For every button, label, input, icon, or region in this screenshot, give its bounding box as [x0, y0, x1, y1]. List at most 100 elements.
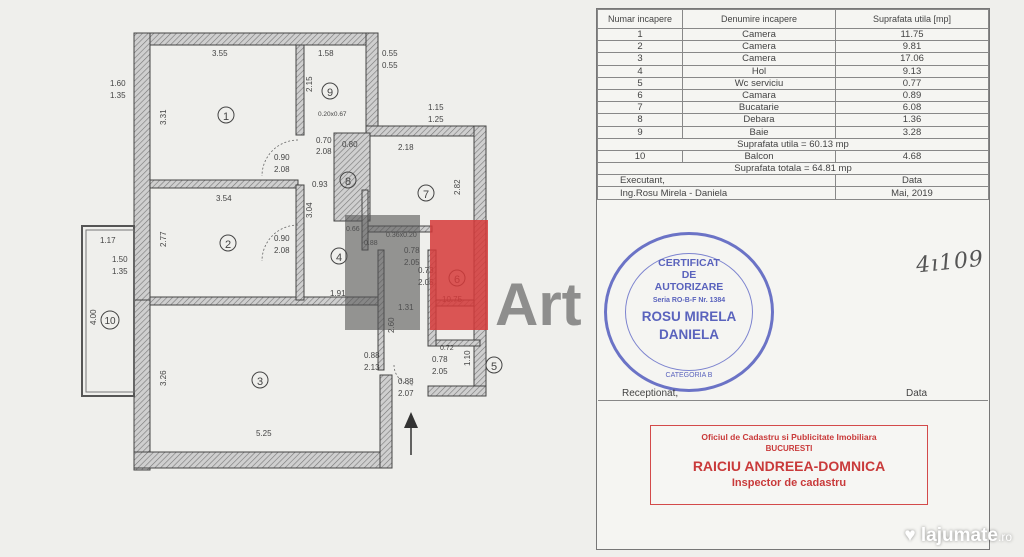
table-cell: 11.75 — [835, 27, 989, 42]
table-cell: 17.06 — [835, 52, 989, 66]
stamp-inspector-name: RAICIU ANDREEA-DOMNICA — [692, 458, 886, 474]
dim-left160: 1.60 — [110, 79, 126, 88]
table-cell: 6 — [597, 88, 683, 103]
dim-d208a: 2.08 — [316, 147, 332, 156]
entrance-arrow-icon — [404, 412, 418, 455]
table-header-row: Numar incapere Denumire incapere Suprafa… — [597, 9, 989, 29]
table-cell: Camera — [682, 27, 836, 42]
table-cell: 4 — [597, 64, 683, 78]
room-number-9: 9 — [327, 87, 333, 99]
total-cell: Suprafata totala = 64.81 mp — [597, 162, 989, 176]
dim-w135b: 1.35 — [112, 267, 128, 276]
dim-d090b: 0.90 — [274, 234, 290, 243]
dim-w055a: 0.55 — [382, 49, 398, 58]
dim-d066: 0.66 — [346, 226, 360, 233]
stamp-line: ROSU MIRELA — [641, 309, 737, 324]
table-row: 9 Baie 3.28 — [597, 125, 989, 139]
dim-d073: 0.73 — [418, 266, 434, 275]
dim-d036: 0.36x0.20 — [386, 232, 417, 239]
logo-heart-icon: ♥ — [904, 525, 921, 546]
stamp-line: DE — [681, 269, 697, 281]
table-row: 2 Camera 9.81 — [597, 40, 989, 54]
receptionat-label: Receptionat, — [622, 388, 679, 399]
subtotal-cell: Suprafata utila = 60.13 mp — [597, 137, 989, 151]
header-name: Denumire incapere — [682, 9, 836, 29]
table-row: 3 Camera 17.06 — [597, 52, 989, 66]
table-total-row: Suprafata totala = 64.81 mp — [597, 162, 989, 176]
table-cell: 10 — [597, 149, 683, 164]
dim-vent: 0.20x0.67 — [318, 111, 347, 118]
stamp-line: CERTIFICAT — [658, 257, 720, 269]
table-cell: Hol — [682, 64, 836, 78]
divider — [598, 400, 988, 401]
table-cell: Balcon — [682, 149, 836, 164]
table-cell: Camera — [682, 52, 836, 66]
table-cell: 5 — [597, 76, 683, 90]
table-cell: Bucatarie — [682, 101, 836, 115]
table-cell: Camera — [682, 40, 836, 54]
room-number-5: 5 — [491, 361, 497, 373]
dim-h326: 3.26 — [159, 370, 168, 386]
room-number-2: 2 — [225, 239, 231, 251]
table-cell: Baie — [682, 125, 836, 139]
table-cell: 9.13 — [835, 64, 989, 78]
logo-tld: .ro — [997, 530, 1012, 544]
table-cell: 6.08 — [835, 101, 989, 115]
round-stamp: CERTIFICAT DE AUTORIZARE Seria RO-B-F Nr… — [604, 232, 774, 392]
room-number-8: 8 — [345, 176, 351, 188]
room-number-3: 3 — [257, 376, 263, 388]
dim-h400: 4.00 — [89, 309, 98, 325]
dim-left135: 1.35 — [110, 91, 126, 100]
executant-label: Executant, — [597, 174, 836, 188]
dim-w354: 3.54 — [216, 194, 232, 203]
table-cell: 1.36 — [835, 113, 989, 127]
data-label: Data — [835, 174, 989, 188]
dim-d078b: 0.78 — [432, 355, 448, 364]
dim-h277: 2.77 — [159, 231, 168, 247]
table-cell: 7 — [597, 101, 683, 115]
dim-d205b: 2.05 — [418, 278, 434, 287]
table-row: 5 Wc serviciu 0.77 — [597, 76, 989, 90]
stamp-category: CATEGORIA B — [665, 372, 713, 379]
stamp-line: Seria RO-B-F Nr. 1384 — [652, 297, 726, 304]
room-number-4: 4 — [336, 252, 342, 264]
stamp-inspector-title: Inspector de cadastru — [731, 477, 847, 489]
dim-w117: 1.17 — [100, 236, 116, 245]
table-cell: Debara — [682, 113, 836, 127]
dim-h331: 3.31 — [159, 109, 168, 125]
outer-walls — [133, 32, 487, 471]
table-row: 8 Debara 1.36 — [597, 113, 989, 127]
dim-d090a: 0.90 — [274, 153, 290, 162]
dim-d208c: 2.08 — [274, 246, 290, 255]
table-cell: 0.89 — [835, 88, 989, 103]
table-row: 6 Camara 0.89 — [597, 88, 989, 103]
dim-d088: 0.88 — [364, 240, 378, 247]
dim-d115: 1.15 — [428, 103, 444, 112]
table-cell: 1 — [597, 27, 683, 42]
dim-d205c: 2.05 — [432, 367, 448, 376]
cadastre-stamp: Oficiul de Cadastru si Publicitate Imobi… — [650, 425, 928, 505]
header-number: Numar incapere — [597, 9, 683, 29]
table-cell: Camara — [682, 88, 836, 103]
dim-d110: 1.10 — [463, 350, 472, 366]
dim-d208b: 2.08 — [274, 165, 290, 174]
dim-d070: 0.70 — [316, 136, 332, 145]
dim-h260: 2.60 — [387, 317, 396, 333]
dim-d125: 1.25 — [428, 115, 444, 124]
dim-w131: 1.31 — [398, 303, 414, 312]
receptionat-data-label: Data — [906, 388, 928, 399]
dim-w525: 5.25 — [256, 429, 272, 438]
dim-d078a: 0.78 — [404, 246, 420, 255]
dim-a1075: 10.75 — [442, 295, 463, 304]
dim-d072: 0.72 — [440, 345, 454, 352]
table-cell: 3 — [597, 52, 683, 66]
dim-w218: 2.18 — [398, 143, 414, 152]
table-cell: 2 — [597, 40, 683, 54]
table-cell: 0.77 — [835, 76, 989, 90]
header-area: Suprafata utila [mp] — [835, 9, 989, 29]
table-cell: Wc serviciu — [682, 76, 836, 90]
table-cell: 3.28 — [835, 125, 989, 139]
dim-h093: 0.93 — [312, 180, 328, 189]
stamp-line: AUTORIZARE — [654, 281, 724, 293]
dim-h215: 2.15 — [305, 76, 314, 92]
